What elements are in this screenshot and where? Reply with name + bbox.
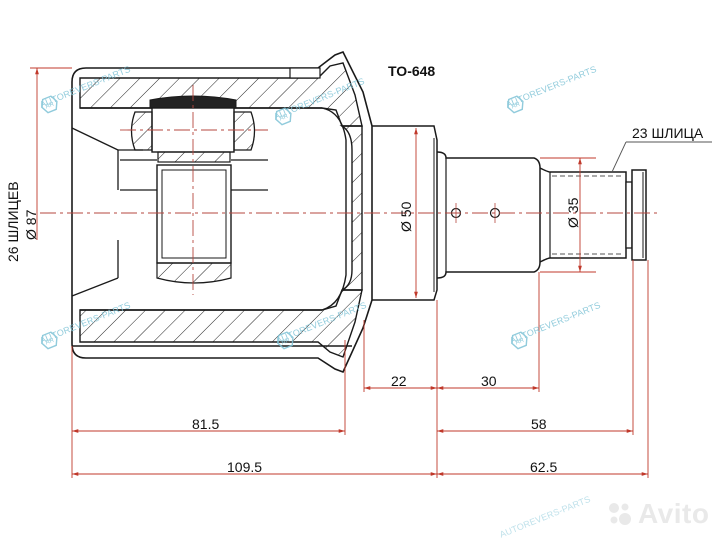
svg-text:AR: AR [514, 336, 525, 346]
label-length-58: 58 [531, 416, 547, 432]
part-number: TO-648 [388, 63, 436, 79]
shaft-assembly [372, 125, 647, 301]
avito-logo-icon [609, 503, 631, 525]
label-length-109-5: 109.5 [227, 459, 263, 475]
label-diameter-50: Ø 50 [398, 201, 414, 232]
svg-text:AR: AR [278, 112, 289, 122]
label-diameter-87: Ø 87 [23, 209, 39, 240]
dimension-lines [30, 67, 712, 478]
avito-watermark: Avito [638, 498, 710, 529]
svg-text:AR: AR [280, 336, 291, 346]
label-splines-outer: 23 ШЛИЦА [632, 125, 704, 141]
centerlines [40, 85, 660, 295]
autorevers-logo-icon: AR [275, 107, 292, 126]
label-length-62-5: 62.5 [530, 459, 558, 475]
label-length-81-5: 81.5 [192, 416, 220, 432]
autorevers-logo-icon: AR [41, 331, 58, 350]
label-length-30: 30 [481, 373, 497, 389]
autorevers-logo-icon: AR [277, 331, 294, 350]
label-diameter-35: Ø 35 [565, 197, 581, 228]
label-splines-inner: 26 ШЛИЦЕВ [5, 181, 21, 262]
autorevers-logo-icon: AR [511, 331, 528, 350]
tripod-assembly [120, 95, 268, 284]
autorevers-logo-icon: AR [41, 95, 58, 114]
svg-text:AR: AR [44, 100, 55, 110]
svg-text:AR: AR [510, 100, 521, 110]
housing-body [71, 50, 373, 374]
label-length-22: 22 [391, 373, 407, 389]
svg-text:AR: AR [44, 336, 55, 346]
autorevers-logo-icon: AR [507, 95, 524, 114]
